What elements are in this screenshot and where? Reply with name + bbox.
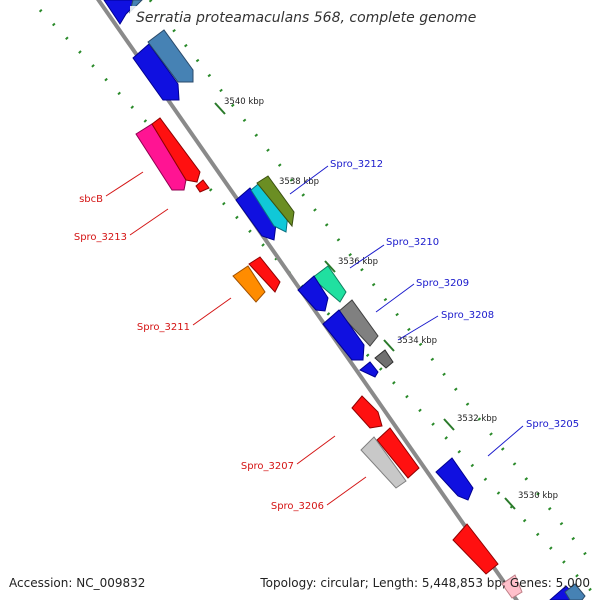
gene-arrow-reverse[interactable] [248,256,281,293]
gene-label-sbcb[interactable]: sbcB [79,194,103,205]
gene-arrow-forward[interactable] [359,361,379,378]
gene-arrow-reverse[interactable] [501,574,523,599]
gene-arrow-reverse[interactable] [360,436,407,489]
tick-mark [214,102,226,115]
tick-mark [443,418,455,431]
tick-mark [504,497,516,510]
tick-label: 3540 kbp [224,97,264,107]
forward-genes [103,0,586,600]
gene-arrow-forward[interactable] [337,299,379,347]
gene-arrow-reverse[interactable] [151,117,201,183]
title-backdrop [130,6,470,28]
gene-label-spro-3205[interactable]: Spro_3205 [526,419,579,430]
gene-leader-line [192,297,232,326]
gene-label-spro-3207[interactable]: Spro_3207 [241,461,294,472]
gene-label-spro-3210[interactable]: Spro_3210 [386,237,439,248]
gene-arrow-forward[interactable] [322,309,365,361]
gene-arrow-forward[interactable] [374,349,394,369]
tick-label: 3532 kbp [457,414,497,424]
gene-arrow-reverse[interactable] [452,523,499,575]
gene-label-spro-3212[interactable]: Spro_3212 [330,159,383,170]
gene-arrow-forward[interactable] [256,175,295,228]
gene-arrow-forward[interactable] [297,275,329,312]
tick-label: 3538 kbp [279,177,319,187]
accession-text: Accession: NC_009832 [9,576,145,590]
outer-dotted-guide [148,0,592,561]
gene-label-spro-3208[interactable]: Spro_3208 [441,310,494,321]
tick-label: 3534 kbp [397,336,437,346]
gene-arrow-forward[interactable] [147,29,194,83]
map-title: Serratia proteamaculans 568, complete ge… [136,10,476,26]
gene-arrow-reverse[interactable] [376,427,420,479]
gene-arrow-forward[interactable] [311,265,347,303]
gene-leader-line [296,435,336,465]
gene-leader-line [487,425,524,457]
gene-leader-line [105,171,144,197]
genome-summary-text: Topology: circular; Length: 5,448,853 bp… [259,576,590,590]
gene-leader-line [349,244,385,269]
gene-arrow-forward[interactable] [132,43,180,101]
gene-arrow-forward[interactable] [564,583,586,600]
gene-leader-line [397,315,439,341]
gene-label-spro-3211[interactable]: Spro_3211 [137,322,190,333]
gene-label-spro-3209[interactable]: Spro_3209 [416,278,469,289]
gene-arrow-reverse[interactable] [195,179,210,193]
tick-mark [383,339,395,352]
gene-label-spro-3213[interactable]: Spro_3213 [74,232,127,243]
tick-mark [324,260,336,273]
gene-label-spro-3206[interactable]: Spro_3206 [271,501,324,512]
gene-arrow-reverse[interactable] [135,123,187,191]
gene-arrow-forward[interactable] [235,187,277,241]
gene-leader-line [129,208,169,236]
gene-arrow-reverse[interactable] [351,395,383,429]
gene-leader-line [326,476,367,506]
gene-arrow-reverse[interactable] [232,265,266,303]
gene-leader-line [375,283,415,313]
gene-arrow-forward[interactable] [435,457,474,501]
reverse-genes [135,117,523,599]
tick-label: 3530 kbp [518,491,558,501]
gene-leader-line [289,165,329,195]
